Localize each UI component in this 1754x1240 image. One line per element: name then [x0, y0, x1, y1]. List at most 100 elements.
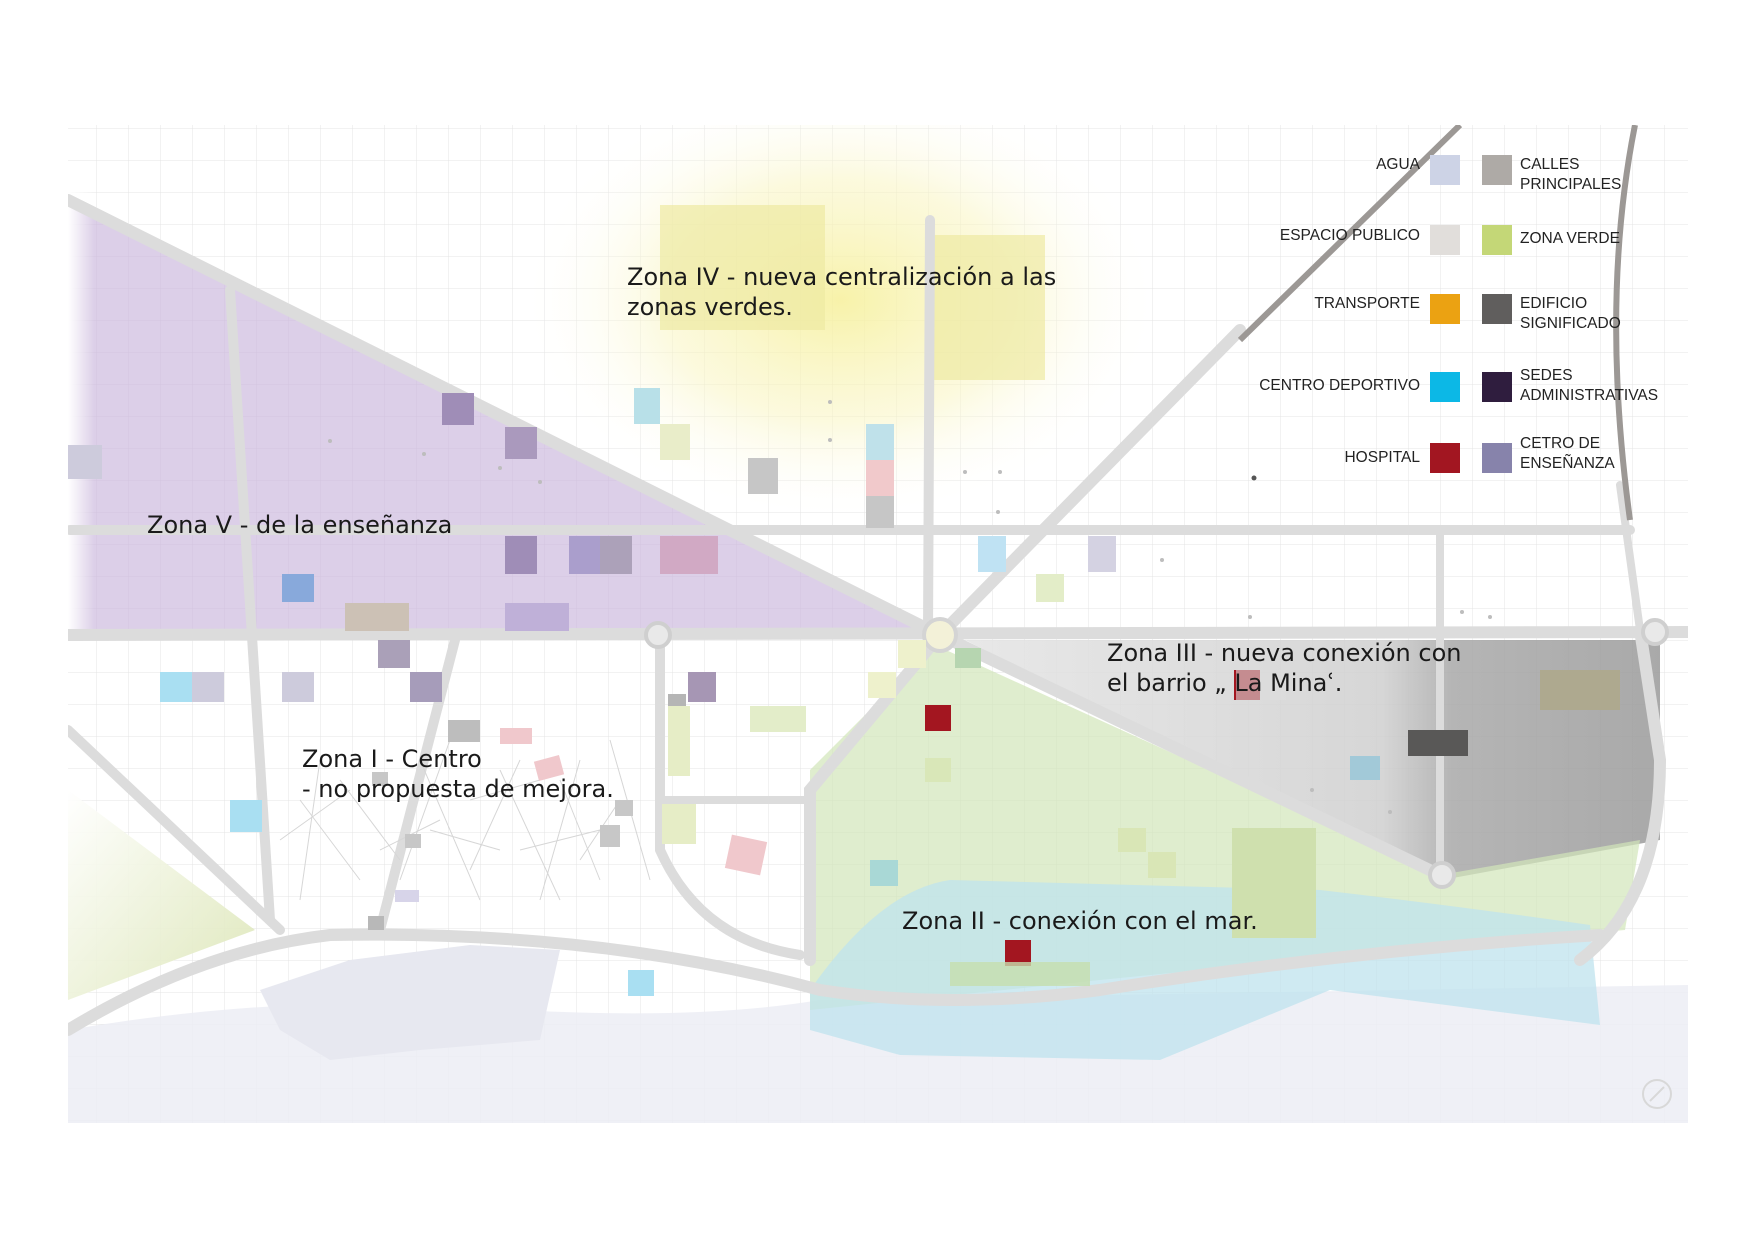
block — [688, 672, 716, 702]
block — [866, 460, 894, 496]
block — [569, 536, 601, 574]
port-area — [260, 945, 560, 1060]
left-green-area — [68, 790, 255, 1000]
legend-swatch-sedes-administrativas — [1482, 372, 1512, 402]
zona-i-line1: Zona I - Centro — [302, 745, 482, 773]
block — [160, 672, 192, 702]
zona-iv-line2: zonas verdes. — [627, 293, 793, 321]
legend-label-espacio-publico: ESPACIO PUBLICO — [1279, 227, 1420, 244]
block — [505, 427, 537, 459]
legend-label-hospital: HOSPITAL — [1344, 449, 1420, 466]
block — [925, 705, 951, 731]
zona-iii-line2: el barrio „ La Minaʿ. — [1107, 669, 1343, 697]
zona-v-label: Zona V - de la enseñanza — [147, 510, 452, 540]
block — [1236, 670, 1286, 700]
block — [634, 388, 660, 424]
legend-label-centro-deportivo: CENTRO DEPORTIVO — [1259, 377, 1420, 394]
block — [748, 458, 778, 494]
legend-label-zona-verde: ZONA VERDE — [1520, 230, 1620, 247]
legend-swatch-centro-deportivo — [1430, 372, 1460, 402]
zona-i-line2: - no propuesta de mejora. — [302, 775, 614, 803]
block — [1088, 536, 1116, 572]
legend-label-transporte: TRANSPORTE — [1314, 295, 1420, 312]
zona-ii-label: Zona II - conexión con el mar. — [902, 906, 1258, 936]
zona-iv-line1: Zona IV - nueva centralización a las — [627, 263, 1057, 291]
map-dots — [328, 400, 1492, 814]
legend-swatch-calles-principales — [1482, 155, 1512, 185]
roundabout — [644, 621, 672, 649]
legend-label-edificio-significado: EDIFICIO SIGNIFICADO — [1520, 295, 1621, 332]
block — [950, 962, 1090, 986]
block — [660, 424, 690, 460]
block — [378, 640, 410, 668]
block — [628, 970, 654, 996]
legend-swatch-edificio-significado — [1482, 294, 1512, 324]
zona-iii-line1: Zona III - nueva conexión con — [1107, 639, 1462, 667]
block — [1148, 852, 1176, 878]
block — [505, 536, 537, 574]
compass-icon — [1642, 1079, 1672, 1109]
legend-label-sedes-administrativas: SEDES ADMINISTRATIVAS — [1520, 367, 1659, 404]
block — [230, 800, 262, 832]
block — [192, 672, 224, 702]
block — [372, 772, 388, 786]
block — [1350, 756, 1380, 780]
green-block — [930, 235, 1045, 380]
legend-swatch-espacio-publico — [1430, 225, 1460, 255]
block — [282, 672, 314, 702]
roundabout — [922, 617, 958, 653]
block — [668, 706, 690, 776]
legend-label-centro-ensenanza: CETRO DE ENSEÑANZA — [1520, 435, 1615, 472]
zona-i-label: Zona I - Centro - no propuesta de mejora… — [302, 744, 614, 804]
block — [600, 825, 620, 847]
block — [533, 754, 565, 782]
block — [395, 890, 419, 902]
block — [1036, 574, 1064, 602]
block — [925, 758, 951, 782]
block — [500, 728, 532, 744]
legend-label-calles-principales: CALLES PRINCIPALES — [1520, 156, 1622, 193]
legend-swatch-hospital — [1430, 443, 1460, 473]
block — [868, 672, 896, 698]
block — [662, 804, 696, 844]
zona-iii-label: Zona III - nueva conexión con el barrio … — [1107, 638, 1461, 698]
rail-line — [1613, 125, 1638, 521]
block — [1005, 940, 1031, 966]
block — [955, 648, 981, 668]
roundabout — [1641, 618, 1669, 646]
block — [345, 603, 409, 631]
block — [866, 424, 894, 460]
block — [405, 834, 421, 848]
block — [1118, 828, 1146, 852]
block — [898, 640, 926, 668]
block — [668, 694, 686, 706]
block — [870, 860, 898, 886]
block — [866, 496, 894, 528]
block — [282, 574, 314, 602]
green-block — [660, 205, 825, 330]
legend-swatch-transporte — [1430, 294, 1460, 324]
block — [368, 916, 384, 930]
roundabout — [1428, 861, 1456, 889]
zona-v-line1: Zona V - de la enseñanza — [147, 511, 453, 539]
block — [600, 536, 632, 574]
zona-ii-line1: Zona II - conexión con el mar. — [902, 907, 1258, 935]
block — [660, 536, 718, 574]
legend-label-agua: AGUA — [1376, 156, 1420, 173]
block — [750, 706, 806, 732]
legend-swatch-agua — [1430, 155, 1460, 185]
block — [1232, 828, 1316, 938]
zona-iii-area — [965, 640, 1660, 880]
legend-swatch-zona-verde — [1482, 225, 1512, 255]
legend-swatch-centro-ensenanza — [1482, 443, 1512, 473]
block — [724, 834, 768, 876]
block — [615, 800, 633, 816]
block — [1540, 670, 1620, 710]
block — [1408, 730, 1468, 756]
main-roads — [68, 194, 1688, 1036]
block — [978, 536, 1006, 572]
block — [505, 603, 569, 631]
zona-iv-label: Zona IV - nueva centralización a las zon… — [627, 262, 1056, 322]
block — [448, 720, 480, 742]
